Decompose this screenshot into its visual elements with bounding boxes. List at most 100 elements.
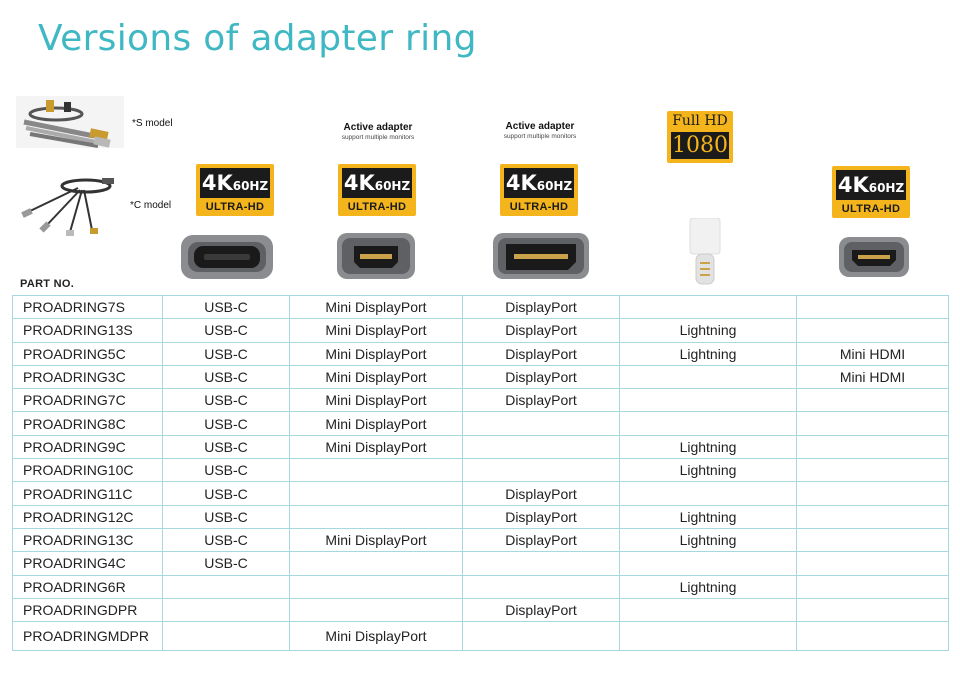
badge-4k-text: 4K [505,171,537,195]
connector-cell: Mini DisplayPort [289,318,463,343]
connector-cell: DisplayPort [462,294,620,320]
badge-4k-text: 4K [343,171,375,195]
connector-cell [289,481,463,506]
badge-ultra-hd-text: ULTRA-HD [509,201,569,213]
connector-cell: Lightning [619,504,797,529]
connector-cell [619,597,797,623]
4k-60hz-badge-usbc: 4K60HZ ULTRA-HD [196,164,274,216]
badge-full-hd-text: Full HD [672,113,728,129]
connector-cell [796,574,949,599]
connector-cell [462,458,620,483]
part-number-cell: PROADRINGDPR [12,597,163,623]
active-adapter-note-mdp: Active adapter support multiple monitors [308,122,448,141]
badge-hz-text: 60HZ [536,179,573,193]
connector-cell: Mini DisplayPort [289,341,463,366]
part-number-cell: PROADRING10C [12,458,163,483]
active-adapter-heading: Active adapter [505,121,575,132]
active-adapter-heading: Active adapter [343,122,413,133]
connector-cell [796,621,949,652]
usb-c-port-icon [181,235,273,279]
connector-cell [289,574,463,599]
part-number-cell: PROADRING13S [12,318,163,343]
connector-cell [796,504,949,529]
connector-cell: USB-C [162,364,290,390]
part-number-cell: PROADRING8C [12,411,163,436]
connector-cell [462,621,620,652]
connector-cell: USB-C [162,434,290,460]
connector-cell: Lightning [619,574,797,599]
connector-cell [796,294,949,320]
connector-cell: Lightning [619,527,797,553]
connector-cell: Mini DisplayPort [289,388,463,413]
connector-cell: DisplayPort [462,597,620,623]
connector-cell: USB-C [162,388,290,413]
part-number-cell: PROADRING7S [12,294,163,320]
connector-cell [619,388,797,413]
connector-cell: USB-C [162,341,290,366]
connector-cell [619,294,797,320]
connector-cell [619,621,797,652]
connector-cell [289,597,463,623]
badge-ultra-hd-text: ULTRA-HD [841,203,901,215]
connector-cell [289,458,463,483]
connector-cell [289,551,463,576]
connector-cell [796,481,949,506]
connector-cell [619,481,797,506]
part-number-cell: PROADRINGMDPR [12,621,163,652]
connector-cell [796,551,949,576]
connector-cell [462,551,620,576]
badge-hz-text: 60HZ [868,181,905,195]
connector-cell: DisplayPort [462,341,620,366]
connector-cell [796,527,949,553]
badge-hz-text: 60HZ [232,179,269,193]
part-number-cell: PROADRING13C [12,527,163,553]
connector-cell: Lightning [619,341,797,366]
c-model-label: *C model [130,200,172,211]
part-number-cell: PROADRING3C [12,364,163,390]
connector-cell: USB-C [162,458,290,483]
connector-cell [796,388,949,413]
part-number-cell: PROADRING5C [12,341,163,366]
part-number-cell: PROADRING9C [12,434,163,460]
connector-cell [462,574,620,599]
badge-4k-text: 4K [201,171,233,195]
connector-cell: DisplayPort [462,364,620,390]
part-number-cell: PROADRING7C [12,388,163,413]
table-row: PROADRINGDPR DisplayPort [12,597,949,623]
connector-cell [619,551,797,576]
4k-60hz-badge-dp: 4K60HZ ULTRA-HD [500,164,578,216]
badge-4k-text: 4K [837,173,869,197]
connector-cell [462,434,620,460]
active-adapter-subtext: support multiple monitors [341,134,415,141]
connector-cell: DisplayPort [462,527,620,553]
connector-cell: USB-C [162,551,290,576]
part-number-cell: PROADRING11C [12,481,163,506]
connector-cell: DisplayPort [462,504,620,529]
connector-cell [162,621,290,652]
active-adapter-subtext: support multiple monitors [503,133,577,140]
connector-cell: Mini DisplayPort [289,434,463,460]
connector-cell: Lightning [619,318,797,343]
connector-cell [796,318,949,343]
badge-hz-text: 60HZ [374,179,411,193]
c-model-product-image [21,178,114,236]
connector-cell: DisplayPort [462,481,620,506]
active-adapter-note-dp: Active adapter support multiple monitors [470,121,610,140]
s-model-label: *S model [132,118,173,129]
connector-cell: USB-C [162,481,290,506]
connector-cell: Mini DisplayPort [289,364,463,390]
connector-cell: Lightning [619,434,797,460]
connector-cell: USB-C [162,294,290,320]
connector-cell [796,458,949,483]
connector-cell: USB-C [162,504,290,529]
s-model-product-image [16,96,124,148]
